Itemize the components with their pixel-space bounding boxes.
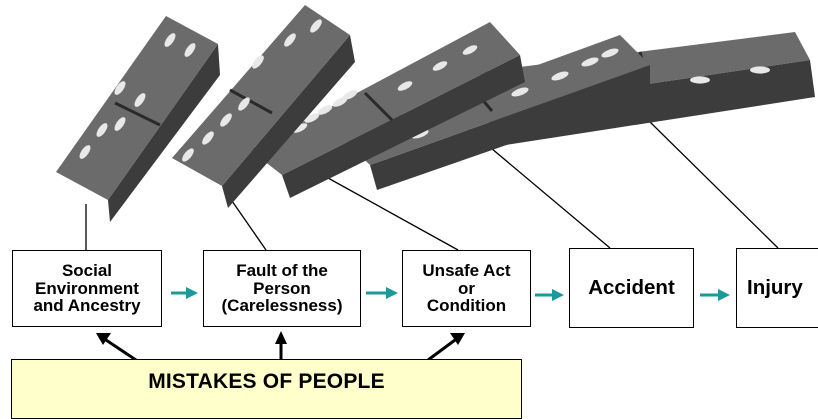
dominoes-illustration [56,5,815,362]
flow-arrow-2-3 [366,287,398,299]
box-social-environment-label: Social Environment and Ancestry [33,260,141,316]
domino-theory-diagram: Social Environment and Ancestry Fault of… [11,5,818,419]
cause-arrow-3 [427,333,465,362]
box-accident-label: Accident [588,276,675,300]
box-accident: Accident [569,248,694,328]
flow-arrow-1-2 [171,287,198,299]
flow-arrows [171,287,730,301]
domino-1 [56,16,220,222]
box-unsafe-act-label: Unsafe Act or Condition [422,260,511,316]
box-fault-of-person: Fault of the Person (Carelessness) [203,250,361,327]
flow-arrow-4-5 [700,289,730,301]
domino-2 [172,5,355,208]
cause-arrow-1 [96,333,137,362]
box-injury-label: Injury [747,276,803,300]
mistakes-banner: MISTAKES OF PEOPLE [11,359,522,419]
box-injury: Injury [736,248,818,328]
domino-3 [250,22,525,198]
cause-arrows [96,331,465,362]
cause-arrow-2 [275,331,287,360]
flow-arrow-3-4 [535,289,564,301]
box-fault-of-person-label: Fault of the Person (Carelessness) [221,260,343,316]
box-social-environment: Social Environment and Ancestry [12,250,162,327]
box-unsafe-act: Unsafe Act or Condition [402,250,531,327]
